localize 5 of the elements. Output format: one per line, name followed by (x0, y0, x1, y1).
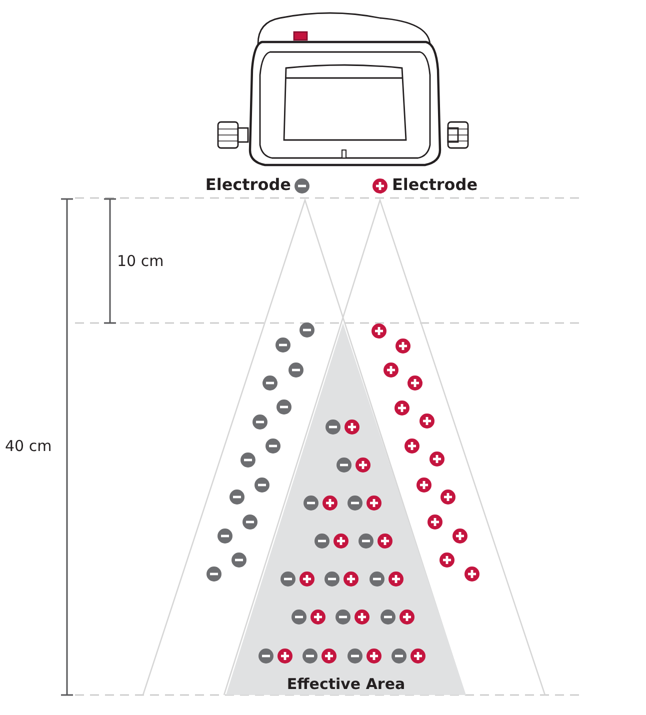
electrode-label: Electrode (204, 177, 291, 193)
electrode-label: Electrode (392, 177, 479, 193)
dimension-label: 10 cm (117, 254, 165, 269)
dimension-label: 40 cm (5, 439, 53, 454)
area-label: Effective Area (286, 675, 406, 693)
